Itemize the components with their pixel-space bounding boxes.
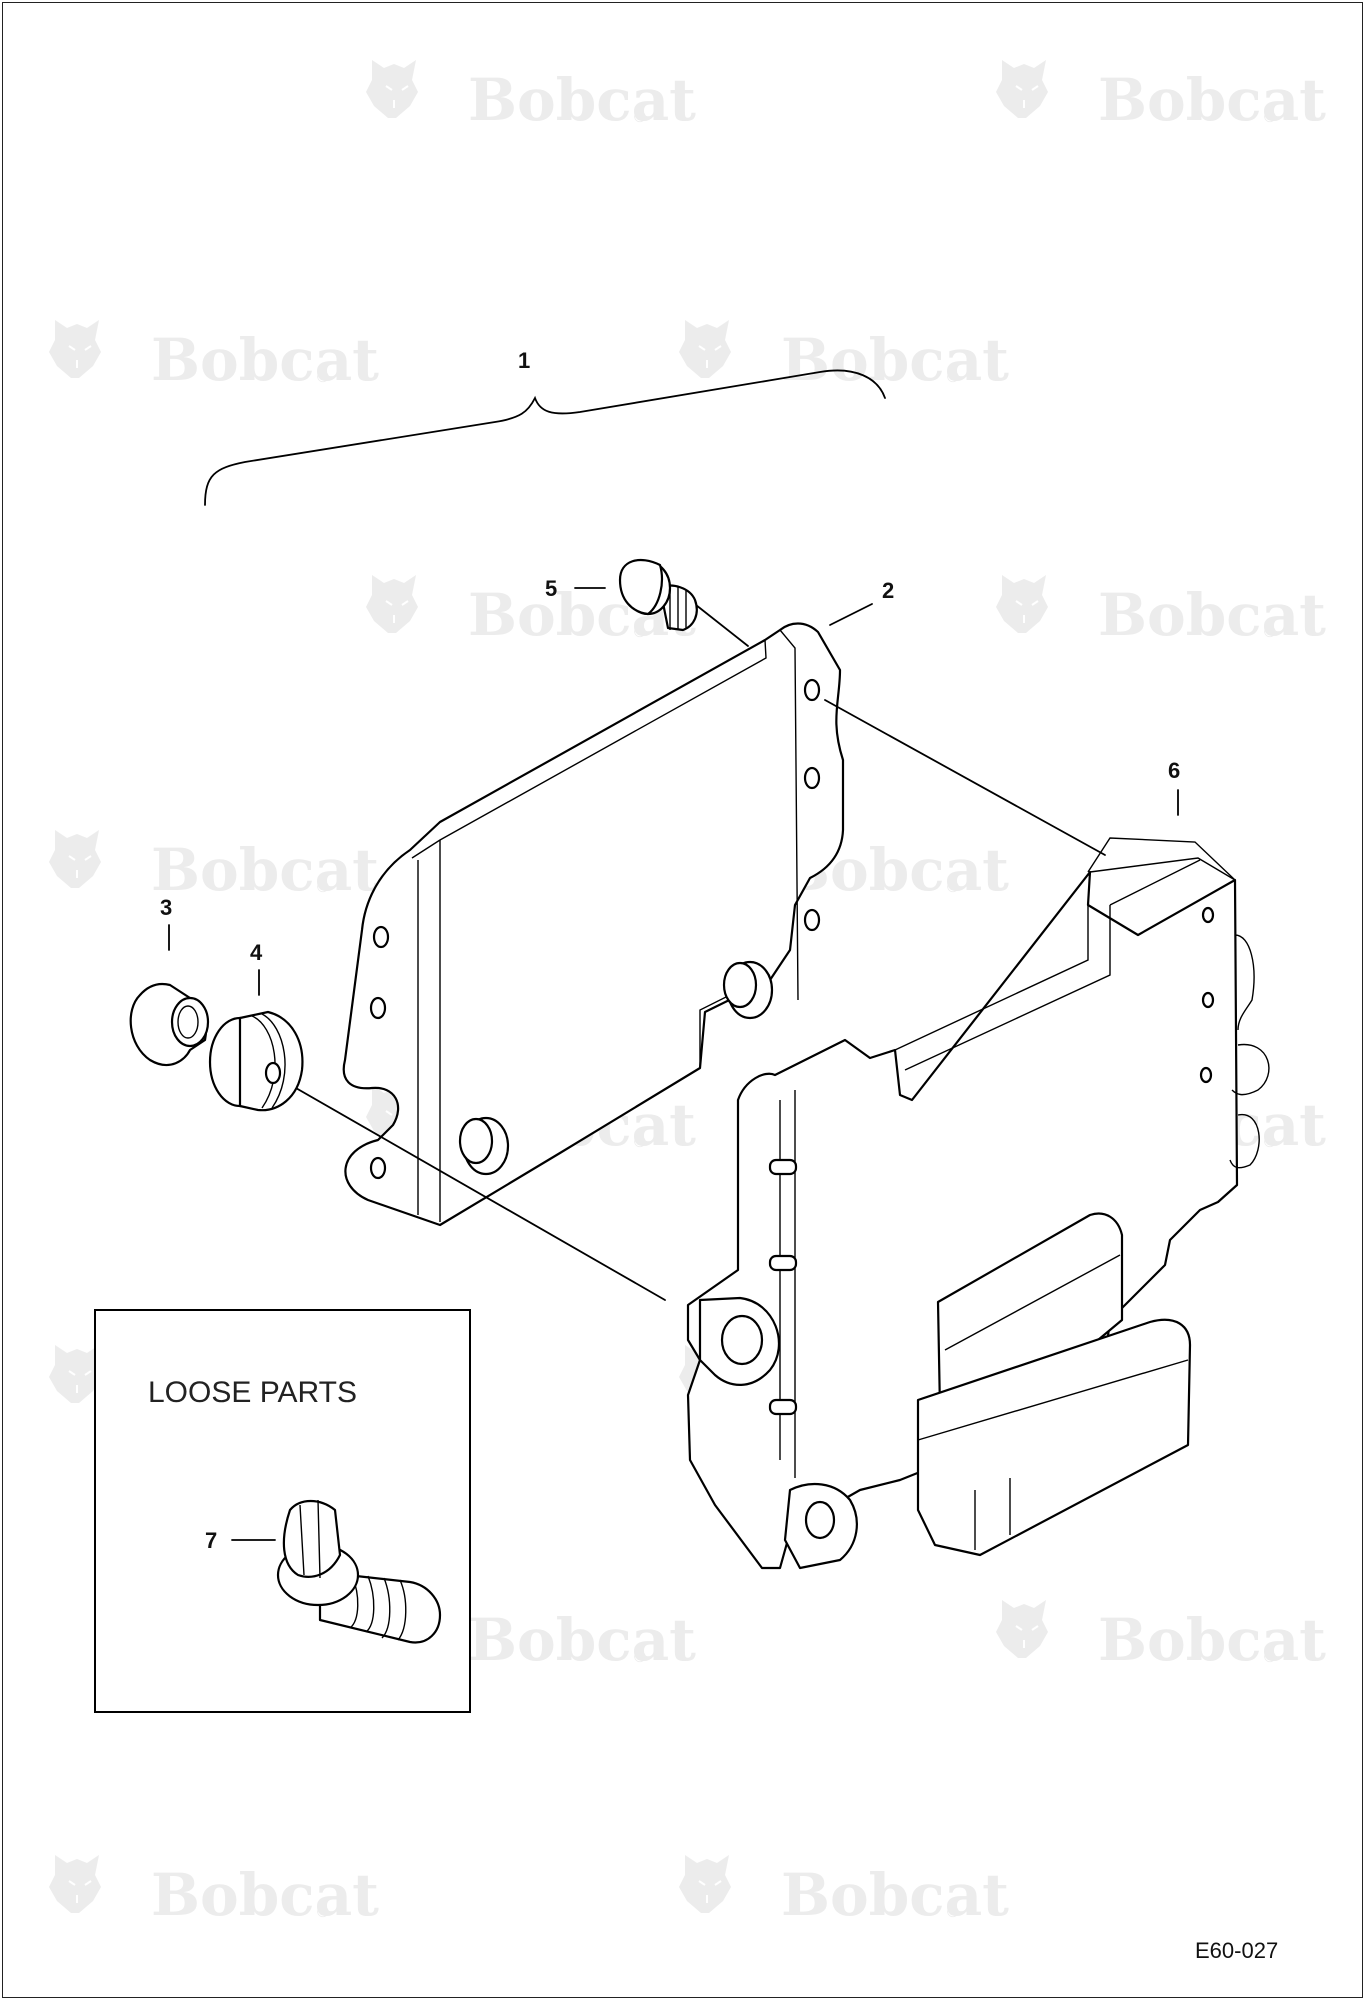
watermark-logo: Bobcat® — [995, 574, 1326, 649]
svg-text:®: ® — [947, 369, 959, 386]
svg-text:Bobcat: Bobcat — [468, 66, 696, 134]
svg-text:Bobcat: Bobcat — [468, 1606, 696, 1674]
part-5-screw — [618, 558, 698, 632]
svg-text:®: ® — [634, 109, 646, 126]
svg-text:Bobcat: Bobcat — [151, 836, 379, 904]
loose-parts-box: LOOSE PARTS 7 — [94, 1309, 471, 1713]
control-module — [686, 837, 1270, 1570]
svg-text:®: ® — [634, 624, 646, 641]
watermark-logo: Bobcat® — [365, 59, 696, 134]
callout-3: 3 — [160, 895, 172, 920]
watermark-logo: Bobcat® — [678, 1854, 1009, 1929]
part-7-flange-bolt — [276, 1499, 442, 1644]
assembly-line — [824, 699, 1106, 856]
figure-code: E60-027 — [1195, 1938, 1278, 1963]
assembly-brace — [204, 369, 886, 506]
svg-text:Bobcat: Bobcat — [151, 1861, 379, 1929]
svg-text:®: ® — [634, 1649, 646, 1666]
callout-2: 2 — [882, 578, 894, 603]
svg-text:Bobcat: Bobcat — [151, 326, 379, 394]
watermark-logo: Bobcat® — [995, 59, 1326, 134]
svg-text:Bobcat: Bobcat — [1098, 66, 1326, 134]
svg-text:®: ® — [317, 1904, 329, 1921]
watermark-logo: Bobcat® — [365, 1599, 696, 1674]
watermark-logo: Bobcat® — [995, 1599, 1326, 1674]
callout-1: 1 — [518, 348, 530, 373]
callout-7: 7 — [205, 1528, 217, 1553]
svg-text:Bobcat: Bobcat — [1098, 581, 1326, 649]
watermark-logo: Bobcat® — [48, 829, 379, 904]
svg-text:®: ® — [634, 1134, 646, 1151]
part-3-bushing — [129, 982, 210, 1067]
callout-2-leader — [829, 603, 873, 626]
svg-text:Bobcat: Bobcat — [781, 326, 1009, 394]
callout-5: 5 — [545, 576, 557, 601]
assembly-line — [267, 1071, 666, 1301]
svg-text:®: ® — [947, 879, 959, 896]
svg-text:®: ® — [317, 879, 329, 896]
svg-text:®: ® — [1264, 109, 1276, 126]
watermark-logo: Bobcat® — [678, 319, 1009, 394]
watermark-logo: Bobcat® — [48, 1854, 379, 1929]
svg-text:®: ® — [1264, 624, 1276, 641]
svg-text:Bobcat: Bobcat — [781, 1861, 1009, 1929]
callout-4: 4 — [250, 940, 263, 965]
svg-text:®: ® — [947, 1904, 959, 1921]
mounting-bracket — [342, 622, 845, 1227]
part-4-grommet — [208, 1010, 304, 1112]
svg-text:Bobcat: Bobcat — [1098, 1606, 1326, 1674]
svg-text:®: ® — [1264, 1134, 1276, 1151]
assembly-line — [695, 604, 749, 647]
loose-parts-title: LOOSE PARTS — [148, 1376, 357, 1409]
watermark-logo: Bobcat® — [48, 319, 379, 394]
svg-text:®: ® — [1264, 1649, 1276, 1666]
callout-6: 6 — [1168, 758, 1180, 783]
svg-text:®: ® — [317, 369, 329, 386]
